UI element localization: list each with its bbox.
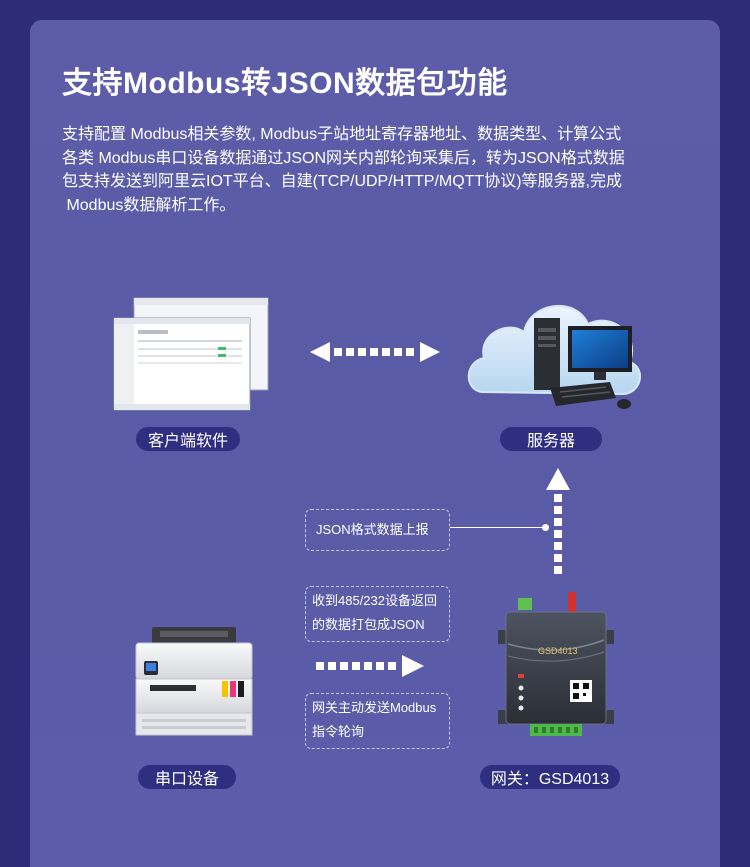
annotation-connector [450,527,546,528]
annotation-text: 的数据打包成JSON [312,617,425,632]
annotation-text: 网关主动发送Modbus [312,700,437,715]
connector-dot [542,524,549,531]
page-title: 支持Modbus转JSON数据包功能 [62,67,508,100]
gateway-device-illustration: GSD4013 [498,592,614,736]
description: 支持配置 Modbus相关参数, Modbus子站地址寄存器地址、数据类型、计算… [62,123,702,217]
description-line: Modbus数据解析工作。 [62,196,236,214]
description-line: 支持配置 Modbus相关参数, Modbus子站地址寄存器地址、数据类型、计算… [62,126,622,143]
poll-annotation: 网关主动发送Modbus 指令轮询 [305,693,450,749]
description-line: 各类 Modbus串口设备数据通过JSON网关内部轮询采集后，转为JSON格式数… [62,149,625,167]
receive-pack-annotation: 收到485/232设备返回 的数据打包成JSON [305,586,450,642]
annotation-text: 收到485/232设备返回 [312,593,437,608]
upload-arrow [546,468,570,574]
serial-device-label: 串口设备 [138,765,236,789]
cloud-server-illustration [467,304,641,409]
json-upload-annotation: JSON格式数据上报 [305,509,450,551]
bidirectional-arrow [310,342,440,362]
gateway-model-text: GSD4013 [538,646,578,656]
client-software-label: 客户端软件 [136,427,240,451]
serial-device-printer-illustration [135,627,253,736]
annotation-text: JSON格式数据上报 [316,522,429,537]
server-label: 服务器 [500,427,602,451]
gateway-label: 网关：GSD4013 [480,765,620,789]
poll-arrow [316,655,424,677]
description-line: 包支持发送到阿里云IOT平台、自建(TCP/UDP/HTTP/MQTT协议)等服… [62,173,622,190]
client-software-illustration [113,297,269,411]
annotation-text: 指令轮询 [312,724,365,739]
